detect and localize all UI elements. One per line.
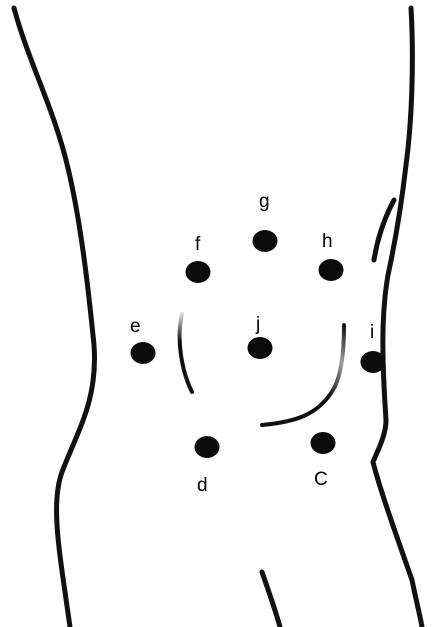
point-label-j: j: [255, 314, 260, 335]
lower-center-outline: [262, 572, 280, 627]
torso-right-outline: [373, 8, 422, 627]
point-label-e: e: [130, 316, 141, 337]
port-marker-f: [186, 261, 211, 283]
port-marker-e: [131, 342, 156, 364]
port-marker-d: [195, 436, 220, 458]
torso-left-outline: [14, 8, 95, 627]
point-label-d: d: [197, 475, 208, 496]
port-marker-g: [253, 230, 278, 252]
right-incision-mark: [262, 325, 344, 425]
port-marker-h: [319, 259, 344, 281]
point-label-i: i: [370, 322, 374, 343]
point-label-h: h: [322, 231, 333, 252]
port-marker-c: [311, 432, 336, 454]
point-label-f: f: [195, 234, 201, 255]
point-label-g: g: [259, 191, 270, 212]
port-marker-i: [361, 351, 386, 373]
port-markers: [131, 230, 386, 458]
port-marker-j: [248, 337, 273, 359]
left-incision-mark: [180, 314, 192, 392]
point-label-c: C: [314, 469, 328, 490]
